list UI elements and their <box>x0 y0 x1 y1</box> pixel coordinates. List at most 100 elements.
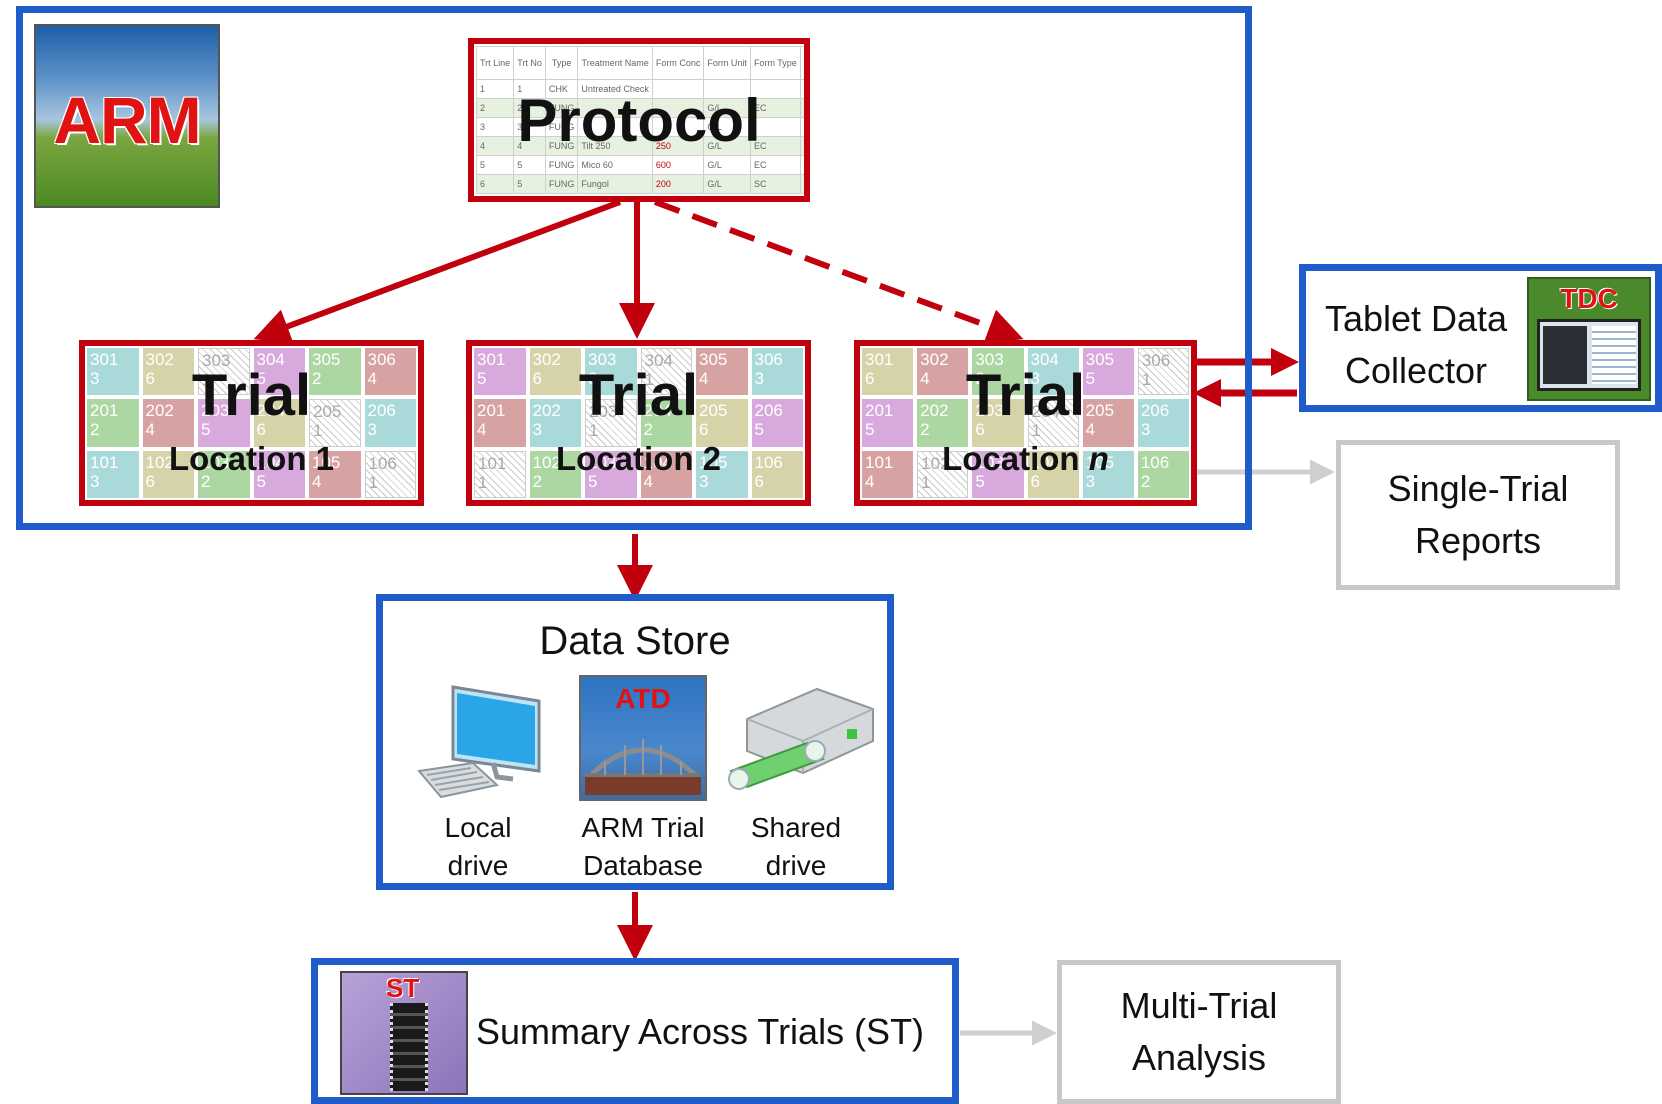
plot-number: 103 <box>201 452 230 472</box>
summary-across-trials-box[interactable]: ST Summary Across Trials (ST) <box>311 958 959 1104</box>
plot-treatment: 5 <box>588 471 598 491</box>
plot-treatment: 1 <box>368 472 378 492</box>
protocol-cell: G/L <box>703 136 751 156</box>
plot-treatment: 4 <box>920 369 930 388</box>
plot-number: 201 <box>865 401 894 421</box>
arm-logo: ARM <box>34 24 220 208</box>
plot-treatment: 5 <box>865 420 875 440</box>
plot-treatment: 5 <box>754 420 764 440</box>
plot-number: 104 <box>1030 452 1059 472</box>
plot-number: 101 <box>865 452 894 472</box>
bridge-icon <box>585 739 701 795</box>
plot-treatment: 2 <box>643 420 653 440</box>
tdc-logo: TDC <box>1527 277 1651 401</box>
protocol-cell: SC <box>749 174 801 194</box>
protocol-cell: 1.25 <box>799 174 804 194</box>
plot-treatment: 1 <box>644 370 654 389</box>
plot-treatment: 3 <box>532 420 542 440</box>
protocol-header-cell: Trt Line <box>475 46 515 80</box>
plot-number: 105 <box>699 452 728 472</box>
plot-number: 302 <box>920 350 949 369</box>
plot-number: 204 <box>256 401 285 421</box>
plot-number: 106 <box>754 452 783 472</box>
plot-treatment: 5 <box>975 471 985 491</box>
plot-treatment: 4 <box>699 369 709 388</box>
protocol-title: Protocol <box>517 87 761 154</box>
protocol-cell: EC <box>749 155 801 175</box>
plot-treatment: 5 <box>256 471 266 491</box>
protocol-cell: 1.5 <box>799 155 804 175</box>
plot-number: 201 <box>477 401 506 421</box>
data-store-title: Data Store <box>539 619 731 663</box>
plot-number: 202 <box>920 401 949 421</box>
protocol-header-cell: Trt No <box>513 46 546 80</box>
plot-treatment: 4 <box>477 420 487 440</box>
plot-number: 103 <box>975 452 1004 472</box>
plot-number: 204 <box>1031 402 1060 422</box>
plot-number: 101 <box>478 453 507 473</box>
plot-treatment: 6 <box>532 369 542 388</box>
plot-number: 301 <box>90 350 119 369</box>
plot-treatment: 2 <box>1140 471 1151 491</box>
plot-treatment: 6 <box>865 369 875 388</box>
plot-treatment: 1 <box>313 421 323 441</box>
plot-treatment: 3 <box>1140 420 1151 440</box>
plot-treatment: 5 <box>256 369 266 388</box>
plot-number: 305 <box>1085 350 1115 369</box>
protocol-cell: Untreated Check <box>577 79 653 99</box>
plot-treatment: 2 <box>90 420 100 440</box>
plot-number: 102 <box>532 452 561 472</box>
trial-location: Location n <box>942 440 1109 477</box>
protocol-cell: 2 <box>513 98 546 118</box>
plot-treatment: 3 <box>1085 471 1096 491</box>
plot-treatment: 1 <box>589 421 599 441</box>
plot-treatment: 1 <box>1031 421 1041 441</box>
shared-drive-icon <box>728 687 874 790</box>
plot-number: 306 <box>754 350 783 369</box>
plot-treatment: 5 <box>1085 369 1096 388</box>
plot-number: 301 <box>477 350 506 369</box>
plot-number: 203 <box>589 402 618 422</box>
arrow-protocol-to-trial-n <box>653 199 1024 344</box>
plot-treatment: 5 <box>477 369 487 388</box>
protocol-cell: FUNG <box>544 155 579 175</box>
computer-icon <box>417 685 541 799</box>
plot-number: 203 <box>201 401 230 421</box>
plot-treatment: 6 <box>975 420 985 440</box>
trial-location: Location 1 <box>168 440 335 477</box>
